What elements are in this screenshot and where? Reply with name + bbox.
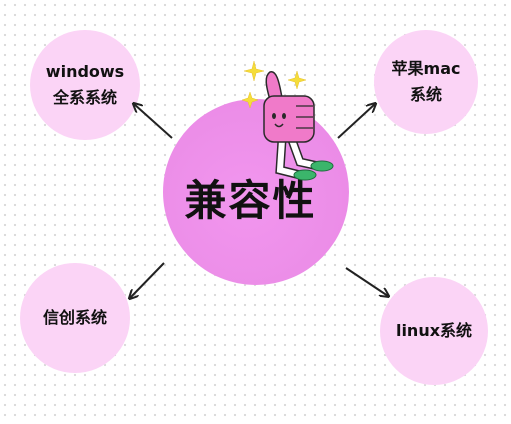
- arrow-to-xinchuang: [130, 262, 165, 298]
- center-label: 兼容性: [184, 176, 317, 225]
- node-windows-line1: windows: [45, 62, 125, 81]
- center-node: [163, 99, 349, 285]
- node-windows-line2: 全系系统: [52, 88, 117, 107]
- node-linux-line1: linux系统: [395, 321, 473, 340]
- thumbs-up-icon: [263, 71, 334, 181]
- node-windows: windows 全系系统: [30, 30, 140, 140]
- sparkle-icon: [241, 60, 307, 109]
- arrow-to-windows: [134, 104, 173, 139]
- node-xinchuang-line1: 信创系统: [42, 308, 107, 327]
- arrow-to-mac: [337, 104, 375, 139]
- node-xinchuang: 信创系统: [20, 263, 130, 373]
- node-mac-line2: 系统: [409, 85, 442, 104]
- node-linux: linux系统: [380, 277, 488, 385]
- node-mac: 苹果mac 系统: [374, 30, 478, 134]
- node-mac-line1: 苹果mac: [391, 59, 461, 78]
- arrow-to-linux: [345, 267, 388, 296]
